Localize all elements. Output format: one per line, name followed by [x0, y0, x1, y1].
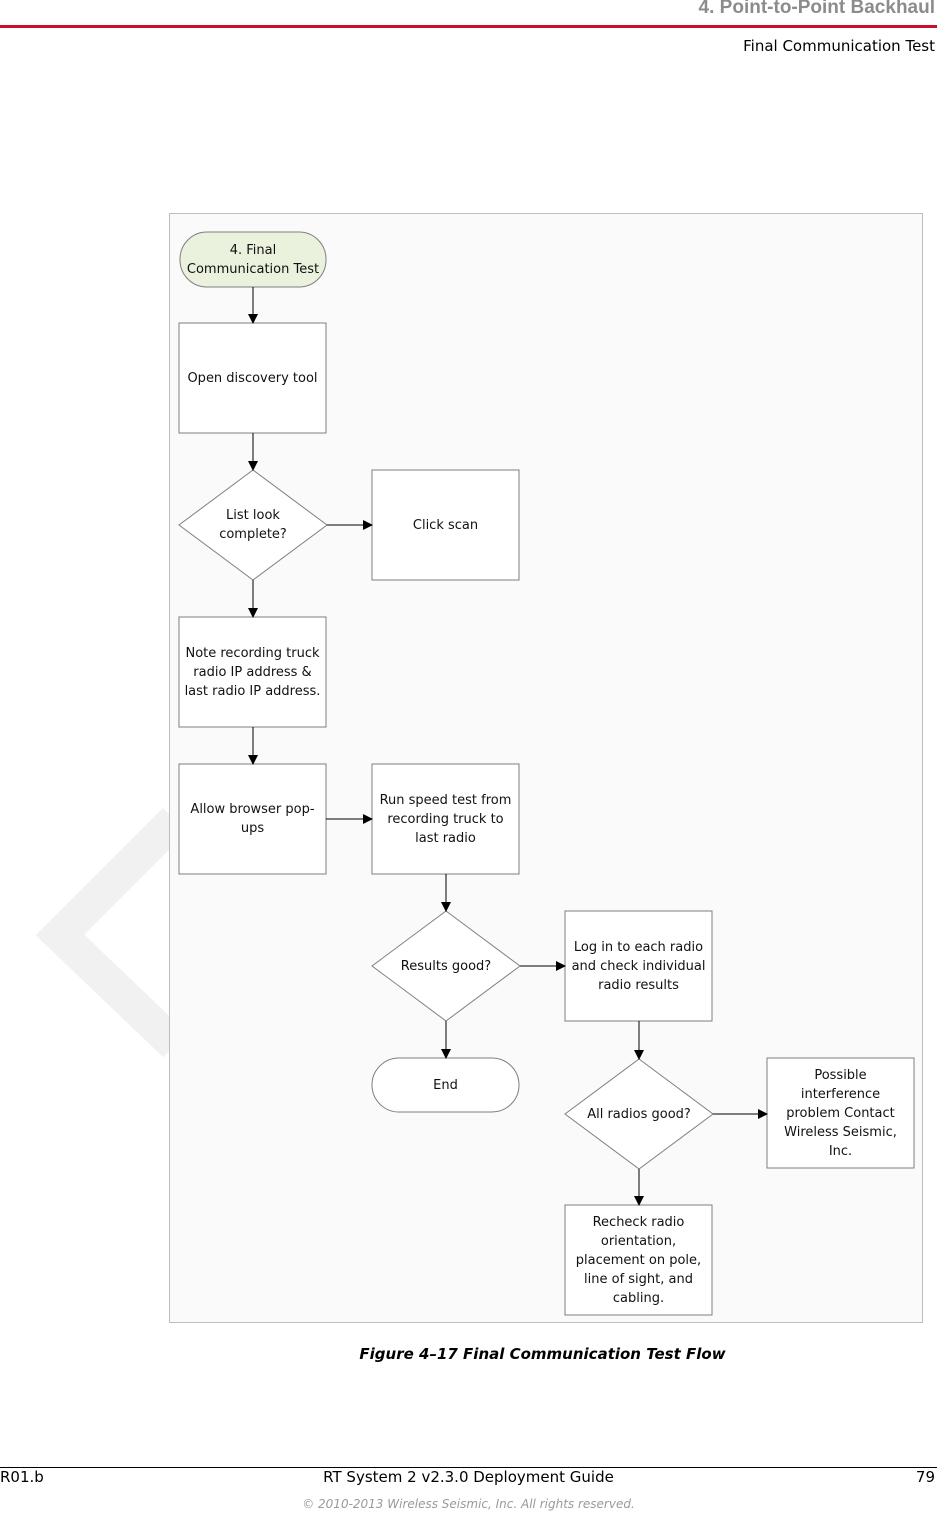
note-ip-label: Note recording truck radio IP address & …: [184, 645, 321, 699]
footer-guide-title: RT System 2 v2.3.0 Deployment Guide: [323, 1468, 614, 1486]
interference-label: Possible interference problem Contact Wi…: [784, 1067, 897, 1159]
allow-popups-label: Allow browser pop- ups: [190, 802, 315, 836]
flowchart-shapes: [178, 231, 915, 1316]
interference-box: [766, 1057, 915, 1169]
flowchart-figure: 4. Final Communication Test Open discove…: [169, 213, 923, 1323]
login-radio-label: Log in to each radio and check individua…: [571, 939, 706, 993]
run-speed-label: Run speed test from recording truck to l…: [379, 792, 512, 846]
results-decision-label: Results good?: [400, 958, 492, 974]
open-tool-box: [178, 322, 327, 434]
click-scan-box: [371, 469, 520, 581]
footer-rule: [0, 1467, 937, 1468]
header-rule: [0, 25, 937, 28]
open-tool-label: Open discovery tool: [187, 370, 318, 386]
end-label: End: [433, 1077, 458, 1093]
radios-decision-label: All radios good?: [587, 1106, 691, 1122]
allow-popups-box: [178, 763, 327, 875]
start-label: 4. Final Communication Test: [186, 242, 320, 277]
recheck-box: [564, 1204, 713, 1316]
list-decision-label: List look complete?: [219, 508, 287, 542]
run-speed-box: [371, 763, 520, 875]
footer-page-number: 79: [915, 1468, 935, 1486]
chapter-title: 4. Point-to-Point Backhaul: [698, 0, 935, 18]
login-radio-box: [564, 910, 713, 1022]
click-scan-label: Click scan: [412, 517, 479, 533]
figure-caption: Figure 4–17 Final Communication Test Flo…: [359, 1345, 726, 1363]
note-ip-box: [178, 616, 327, 728]
footer-copyright: © 2010-2013 Wireless Seismic, Inc. All r…: [302, 1497, 635, 1511]
footer-revision: R01.b: [0, 1468, 44, 1486]
recheck-label: Recheck radio orientation, placement on …: [575, 1214, 702, 1306]
section-title: Final Communication Test: [743, 37, 935, 55]
